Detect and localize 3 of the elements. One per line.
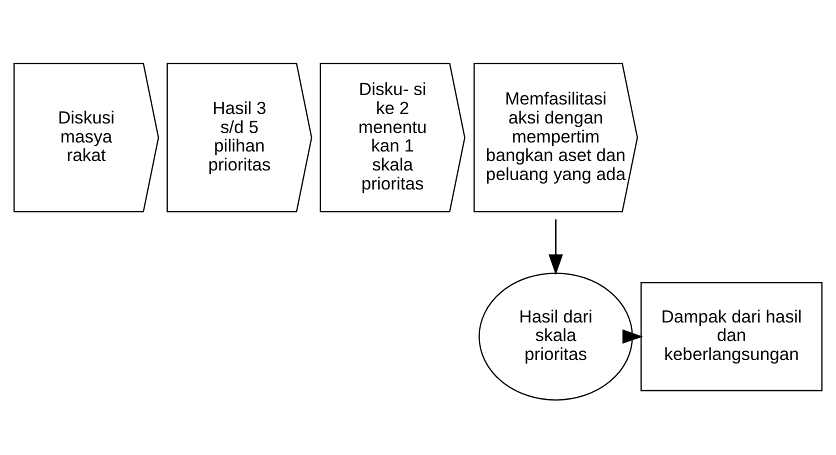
node-box: Dampak dari hasil dan keberlangsungan [640, 281, 823, 391]
arrow [548, 218, 563, 274]
arrow [622, 328, 644, 344]
